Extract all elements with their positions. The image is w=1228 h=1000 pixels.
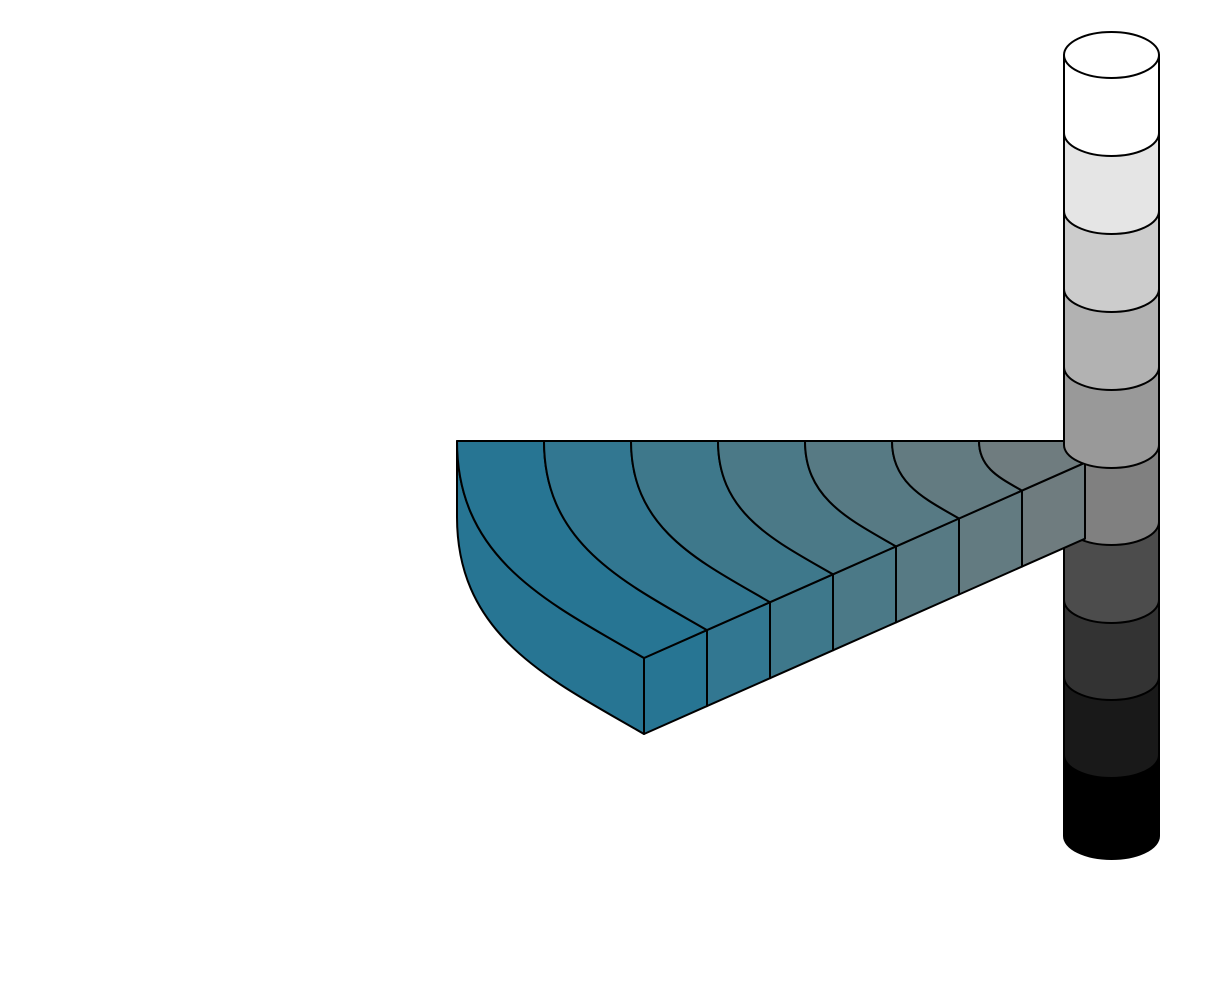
cylinder-segment	[1063, 288, 1160, 391]
cylinder-segment	[1063, 132, 1160, 235]
cylinder-segment	[1063, 676, 1160, 779]
cylinder-stack-upper	[1063, 31, 1160, 469]
cylinder-segment	[1063, 210, 1160, 313]
cylinder-segment	[1063, 54, 1160, 157]
quarter-disc-wedge	[456, 440, 1086, 735]
cylinder-top-cap	[1063, 31, 1160, 79]
cylinder-segment	[1063, 521, 1160, 624]
cylinder-segment	[1063, 366, 1160, 469]
cylinder-segment	[1063, 754, 1160, 860]
cylinder-segment	[1063, 599, 1160, 701]
wedge-top-ring	[978, 440, 1086, 492]
